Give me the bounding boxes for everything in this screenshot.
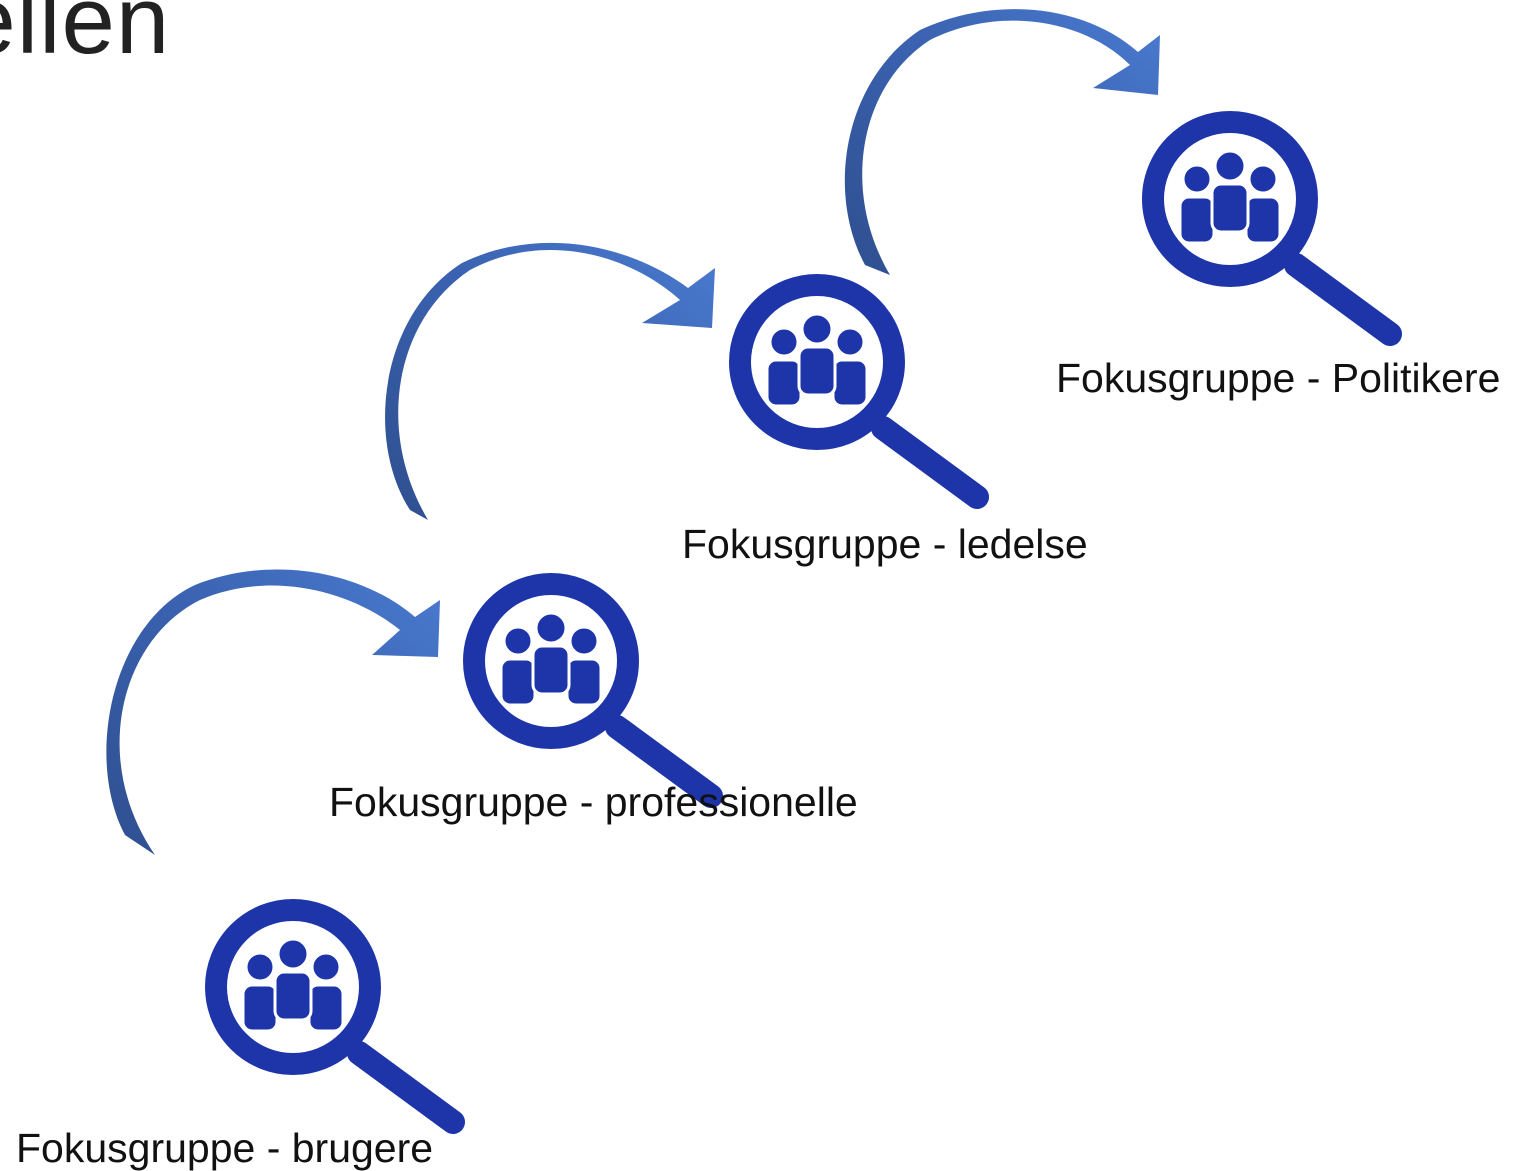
focus-group-magnifier-icon — [740, 285, 977, 497]
stage-label-brugere: Fokusgruppe - brugere — [16, 1125, 434, 1171]
stage-label-ledelse: Fokusgruppe - ledelse — [682, 521, 1088, 567]
focus-group-magnifier-icon — [216, 910, 453, 1122]
slide-title: dellen — [0, 0, 171, 74]
stage-label-professionelle: Fokusgruppe - professionelle — [329, 779, 858, 825]
focus-group-magnifier-icon — [1153, 122, 1390, 334]
curved-arrow-3 — [844, 9, 1160, 276]
curved-arrow-2 — [385, 242, 715, 520]
focus-group-magnifier-icon — [474, 584, 711, 796]
stage-label-politikere: Fokusgruppe - Politikere — [1056, 355, 1501, 401]
